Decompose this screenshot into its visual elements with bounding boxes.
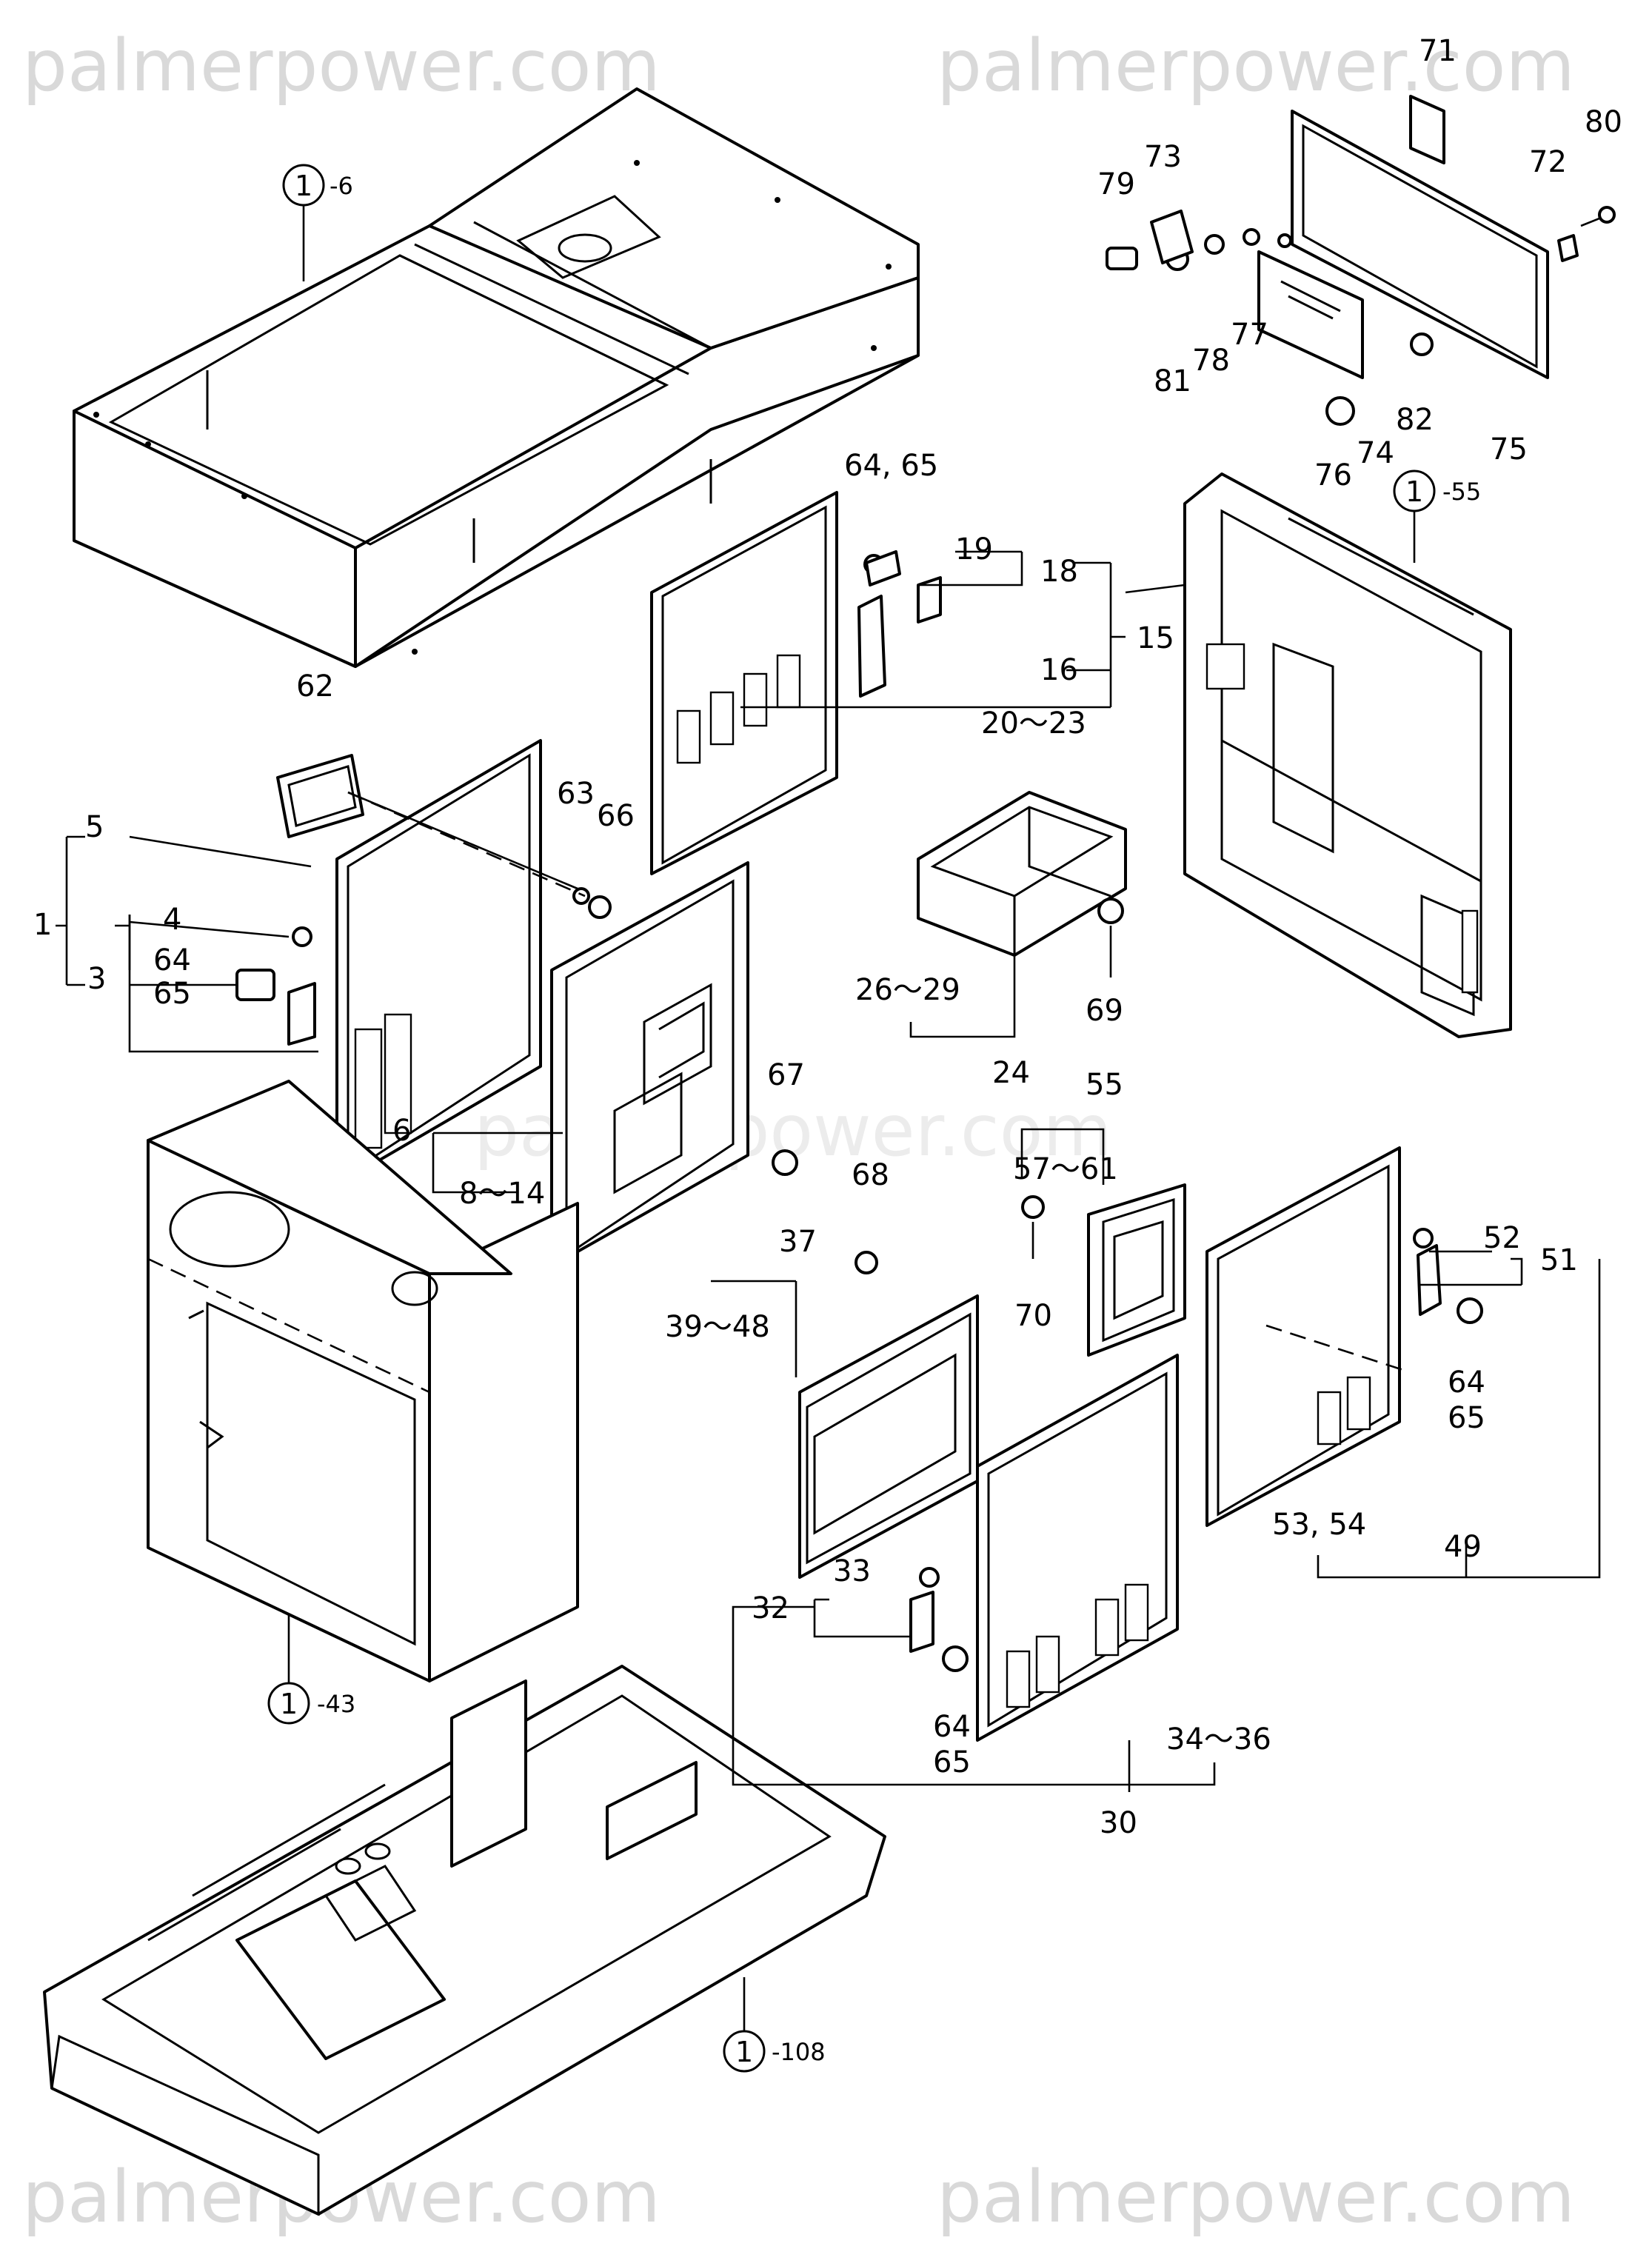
roof-ref-circle-number: 1: [295, 170, 312, 202]
callout-63: 63: [557, 777, 595, 811]
roof-ref: 1 -6: [282, 164, 353, 281]
callout-18: 18: [1040, 555, 1078, 589]
callout-70: 70: [1014, 1299, 1052, 1333]
callout-1: 1: [33, 908, 52, 942]
callout-3: 3: [87, 962, 106, 996]
callout-19: 19: [955, 532, 993, 566]
base-ref: 1 -108: [723, 1977, 826, 2073]
callout-51: 51: [1540, 1243, 1578, 1277]
callout-33: 33: [833, 1554, 871, 1588]
roof-assembly: [73, 87, 920, 668]
control-box-assembly: [1106, 95, 1616, 426]
duct-55: [1087, 1183, 1186, 1357]
panel-37: [798, 1294, 979, 1579]
duct-24: [917, 791, 1127, 957]
callout-15: 15: [1137, 621, 1174, 655]
callout-82: 82: [1396, 403, 1434, 437]
callout-68: 68: [852, 1158, 889, 1192]
callout-77: 77: [1231, 318, 1268, 352]
front-panel-ref-suffix: -55: [1442, 478, 1481, 506]
leader-lines: [56, 550, 1601, 1792]
callout-65-mid: 65: [933, 1745, 971, 1779]
center-frame-ref-circle-number: 1: [280, 1688, 298, 1720]
callout-66: 66: [597, 799, 635, 833]
callout-39-48: 39～48: [665, 1310, 770, 1344]
callout-32: 32: [752, 1591, 789, 1625]
inner-panel-6: [550, 861, 749, 1268]
center-frame-ref: 1 -43: [267, 1614, 355, 1725]
callout-34-36: 34～36: [1166, 1722, 1271, 1757]
callout-64-65-top: 64, 65: [844, 449, 938, 483]
callout-5: 5: [85, 810, 104, 844]
callout-79: 79: [1097, 167, 1135, 201]
center-frame-ref-suffix: -43: [317, 1690, 355, 1718]
watermark-bottom-right: palmerpower.com: [937, 2156, 1575, 2239]
callout-64-left: 64: [153, 943, 191, 977]
callout-65-right: 65: [1448, 1401, 1485, 1435]
door-49: [1205, 1146, 1483, 1527]
door-30: [909, 1354, 1179, 1742]
base-ref-suffix: -108: [772, 2038, 826, 2066]
door-49-louver: [1317, 1376, 1371, 1445]
callout-72: 72: [1529, 145, 1567, 179]
callout-30: 30: [1100, 1806, 1137, 1840]
callout-80: 80: [1585, 105, 1622, 139]
door-15-louver: [676, 654, 801, 764]
callout-67: 67: [767, 1058, 805, 1092]
callout-64-mid: 64: [933, 1710, 971, 1744]
rear-frame-louver: [1461, 909, 1479, 994]
roof-ref-suffix: -6: [330, 172, 353, 200]
center-frame-assembly: [147, 1080, 579, 1682]
base-ref-circle-number: 1: [735, 2036, 753, 2068]
callout-8-14: 8～14: [459, 1177, 545, 1211]
rear-frame-assembly: [1183, 472, 1512, 1038]
door-30-louver: [1006, 1583, 1149, 1708]
callout-24: 24: [992, 1056, 1030, 1090]
watermark-top-left: palmerpower.com: [22, 24, 661, 107]
front-panel-ref-circle-number: 1: [1405, 475, 1423, 508]
callout-81: 81: [1154, 364, 1191, 398]
callout-6: 6: [392, 1114, 411, 1148]
callout-69: 69: [1086, 994, 1123, 1028]
callout-74: 74: [1357, 436, 1394, 470]
front-panel-ref: 1 -55: [1393, 469, 1481, 563]
callout-labels: 5 1 3 4 64 65 62 63 66 6 8～14 67 64, 65 …: [33, 34, 1622, 1840]
callout-37: 37: [779, 1225, 817, 1259]
callout-75: 75: [1490, 432, 1528, 467]
callout-20-23: 20～23: [981, 706, 1086, 741]
callout-78: 78: [1192, 344, 1230, 378]
callout-64-right: 64: [1448, 1366, 1485, 1400]
callout-52: 52: [1483, 1221, 1521, 1255]
callout-65-left: 65: [153, 977, 191, 1011]
callout-57-61: 57～61: [1013, 1152, 1118, 1186]
callout-55: 55: [1086, 1068, 1123, 1102]
callout-16: 16: [1040, 653, 1078, 687]
callout-73: 73: [1144, 140, 1182, 174]
callout-49: 49: [1444, 1530, 1482, 1564]
callout-76: 76: [1314, 458, 1352, 492]
base-frame-assembly: [43, 1665, 886, 2216]
callout-62: 62: [296, 669, 334, 703]
watermark-top-right: palmerpower.com: [937, 24, 1575, 107]
callout-4: 4: [163, 903, 181, 937]
door-15: [650, 491, 942, 875]
door-1-louver: [354, 1013, 412, 1149]
callout-71: 71: [1419, 34, 1457, 68]
callout-26-29: 26～29: [855, 973, 960, 1007]
part-62-box: [276, 754, 364, 838]
callout-53-54: 53, 54: [1272, 1508, 1366, 1542]
